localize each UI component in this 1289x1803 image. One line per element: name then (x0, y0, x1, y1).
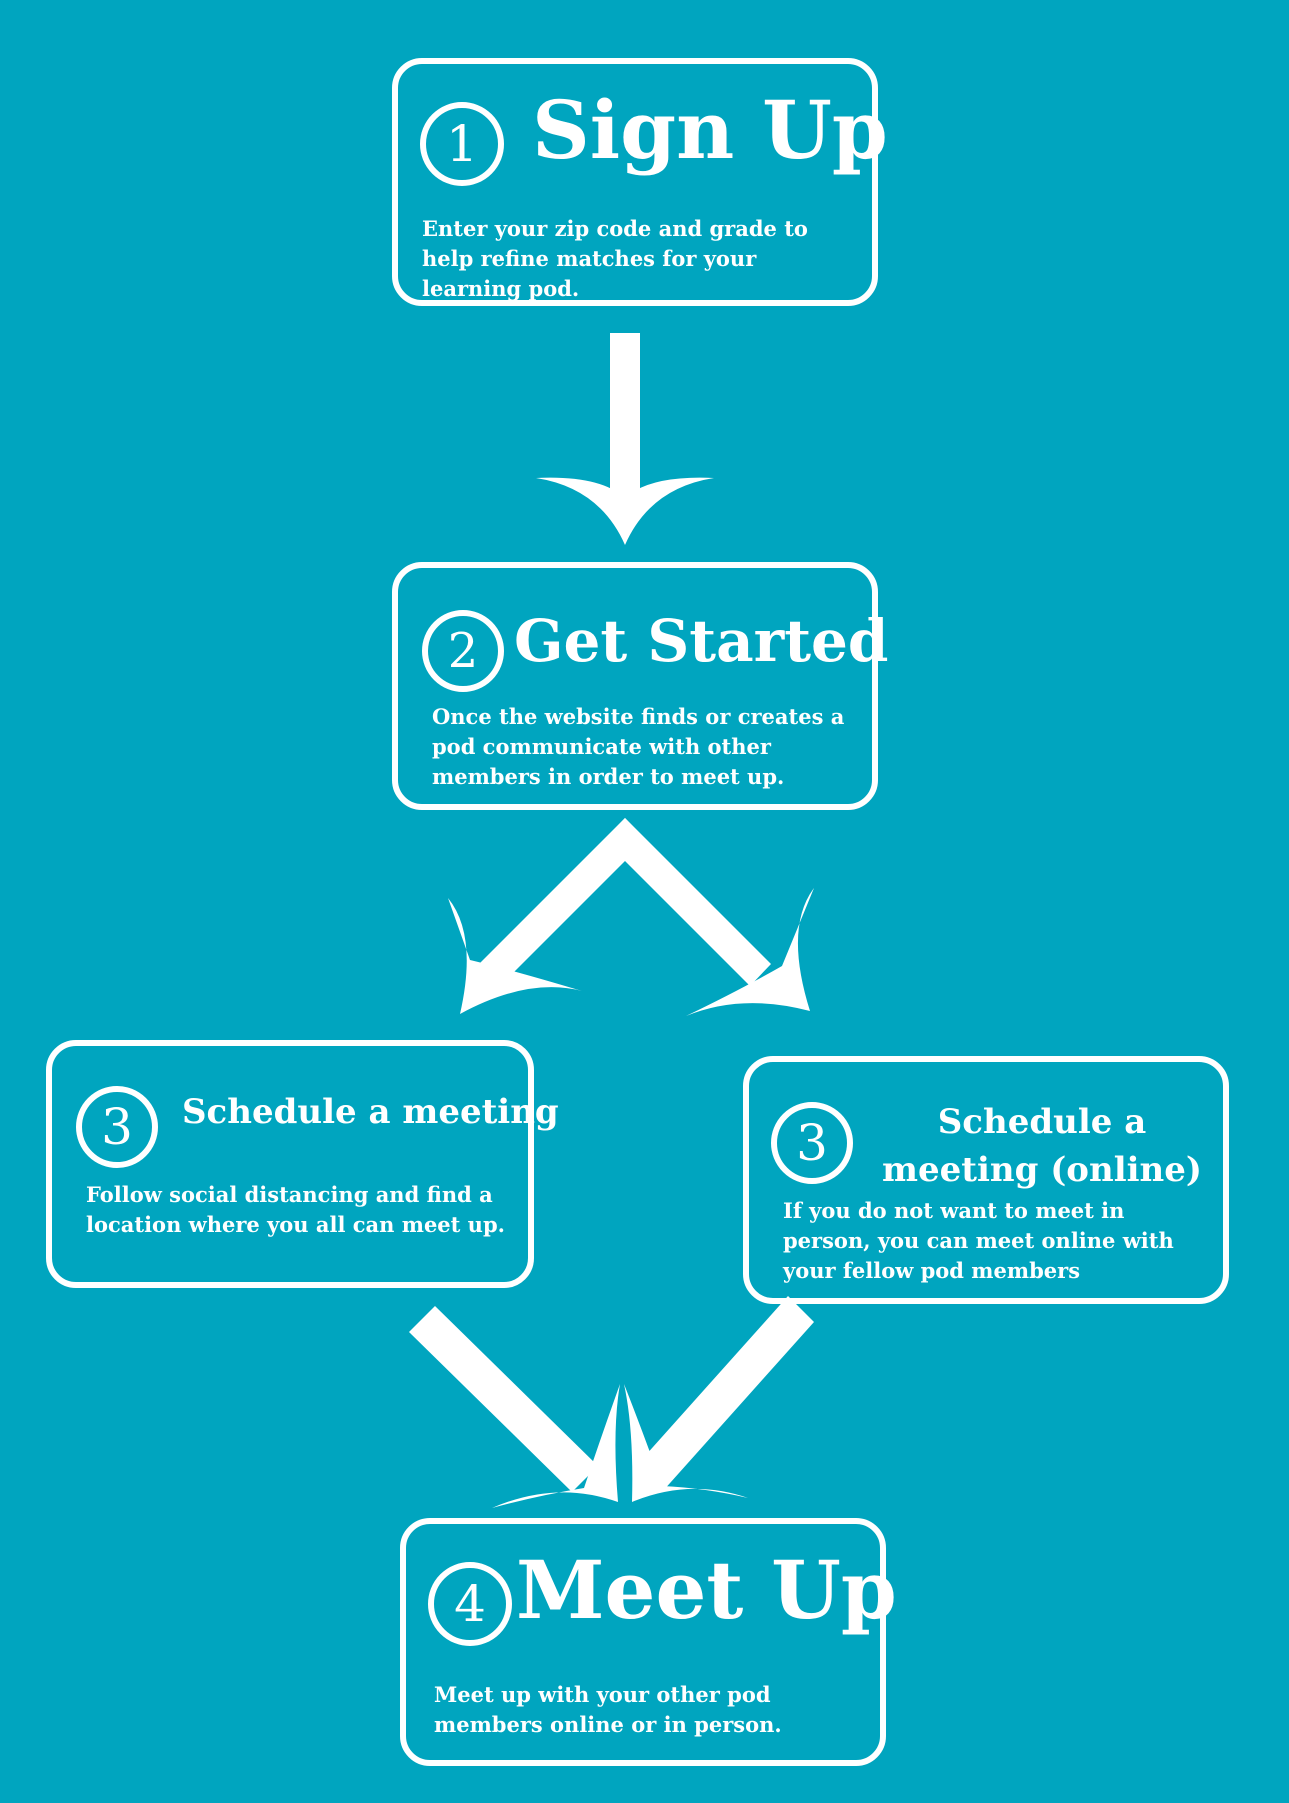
arrow-head (624, 1384, 748, 1502)
step-3-online-description: If you do not want to meet in person, yo… (783, 1198, 1174, 1283)
step-3-inperson-number: 3 (101, 1098, 133, 1156)
arrow-getstarted-to-online (604, 818, 814, 1016)
arrow-shaft (604, 818, 771, 986)
step-4-description: Meet up with your other pod members onli… (434, 1682, 782, 1737)
step-4-box: 4 Meet Up Meet up with your other pod me… (400, 1518, 897, 1766)
arrow-head (686, 888, 814, 1016)
step-3-inperson-description: Follow social distancing and find a loca… (86, 1182, 505, 1237)
step-2-box: 2 Get Started Once the website finds or … (392, 562, 888, 810)
step-2-title: Get Started (514, 607, 889, 675)
arrow-shaft (610, 333, 640, 498)
arrow-head (492, 1384, 620, 1508)
step-1-box: 1 Sign Up Enter your zip code and grade … (392, 58, 888, 306)
arrow-head (536, 477, 714, 545)
step-1-title: Sign Up (532, 83, 888, 177)
step-4-number-badge: 4 (428, 1562, 512, 1646)
step-1-number-badge: 1 (420, 102, 504, 186)
step-3-online-box: 3 Schedule a meeting (online) If you do … (743, 1056, 1229, 1304)
arrow-inperson-to-meetup (409, 1306, 620, 1508)
step-2-description: Once the website finds or creates a pod … (432, 704, 845, 789)
arrow-getstarted-to-inperson (448, 818, 646, 1014)
arrow-shaft (409, 1306, 598, 1492)
step-3-online-number: 3 (796, 1114, 828, 1172)
step-3-inperson-number-badge: 3 (76, 1086, 158, 1168)
step-4-title: Meet Up (516, 1543, 897, 1637)
step-3-inperson-title: Schedule a meeting (182, 1092, 559, 1132)
step-3-inperson-box: 3 Schedule a meeting Follow social dista… (46, 1040, 559, 1288)
step-3-online-number-badge: 3 (771, 1102, 853, 1184)
arrow-shaft (479, 818, 646, 986)
step-1-number: 1 (446, 115, 478, 173)
step-4-number: 4 (454, 1575, 486, 1633)
arrow-online-to-meetup (624, 1296, 814, 1502)
arrow-head (448, 898, 582, 1014)
arrow-shaft (636, 1296, 814, 1492)
step-2-number: 2 (447, 623, 479, 679)
arrow-signup-to-getstarted (536, 333, 714, 545)
step-3-online-title: Schedule a meeting (online) (882, 1102, 1202, 1190)
step-1-description: Enter your zip code and grade to help re… (422, 216, 808, 301)
step-2-number-badge: 2 (422, 610, 504, 692)
